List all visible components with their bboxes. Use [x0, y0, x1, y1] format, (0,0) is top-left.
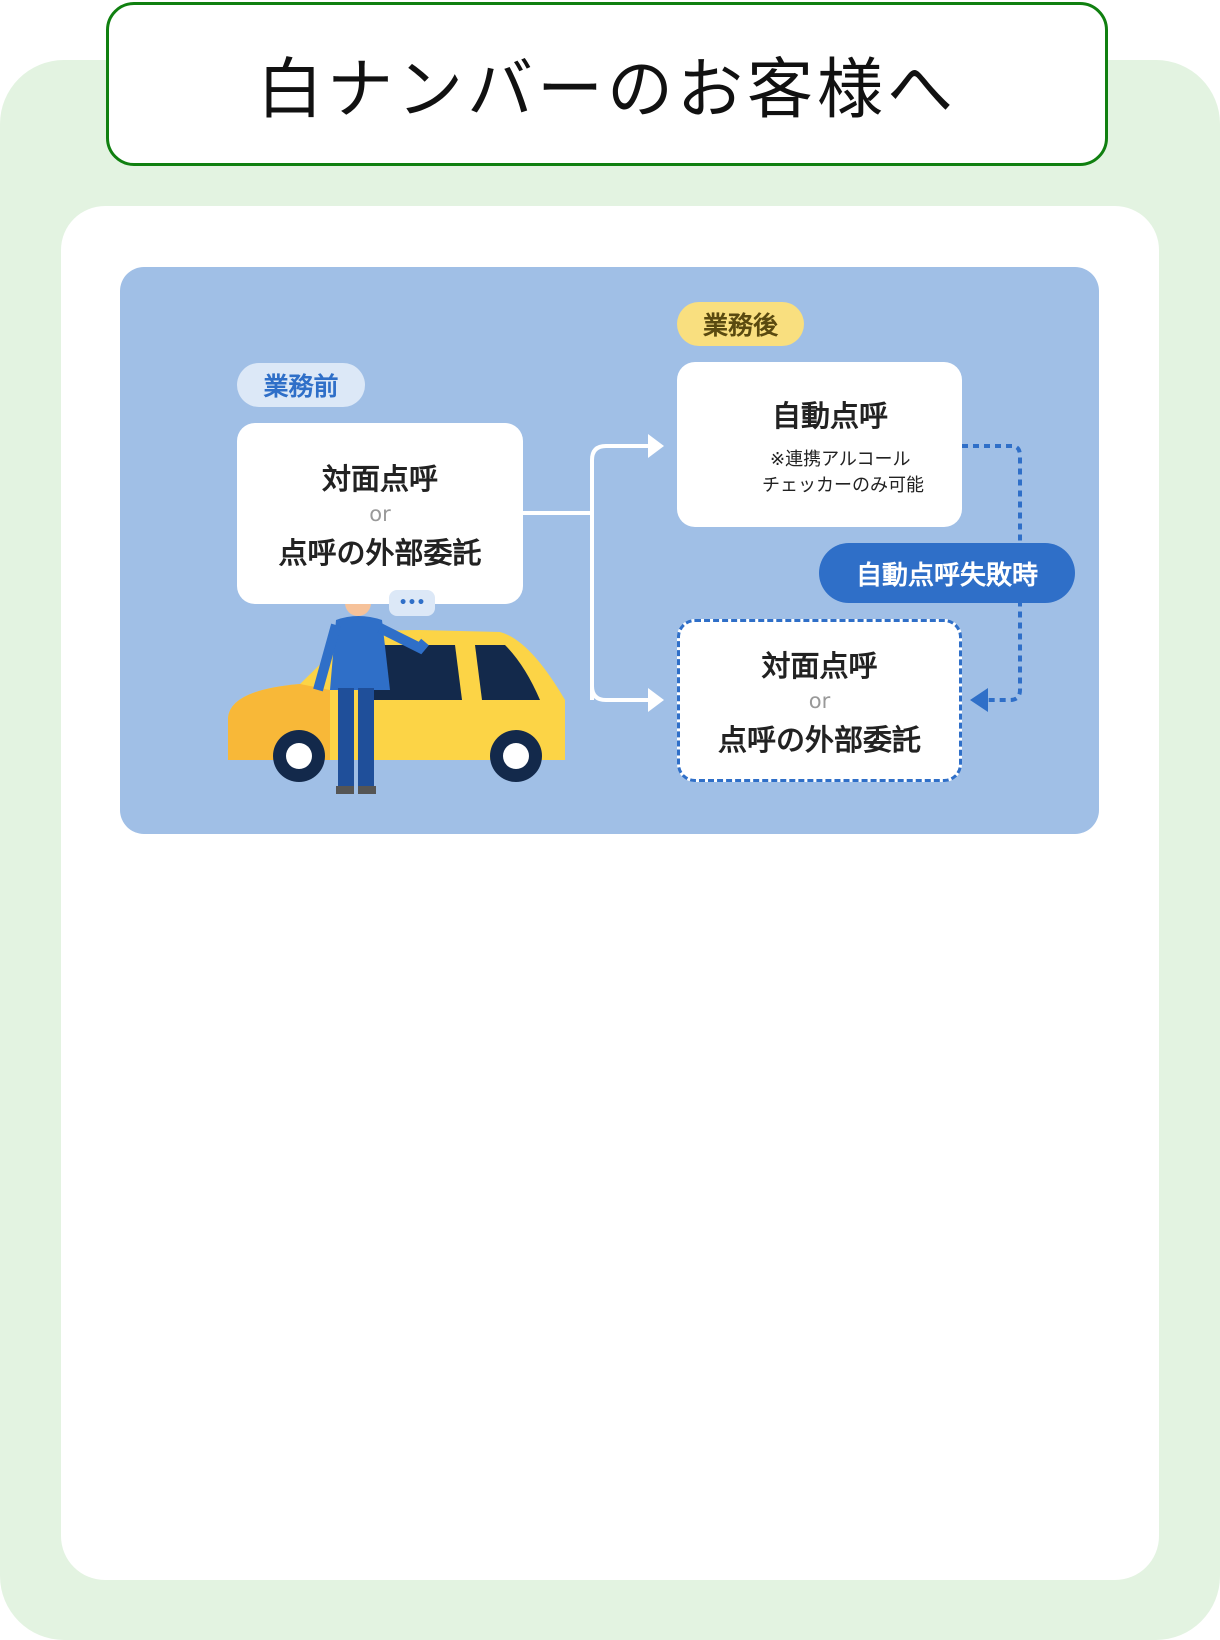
arrow-head-icon	[970, 688, 988, 712]
or-label: or	[808, 688, 831, 713]
auto-rollcall-title: 自動点呼	[772, 398, 889, 433]
arrow-head-icon	[648, 688, 664, 712]
auto-rollcall-note-2: チェッカーのみ可能	[762, 474, 924, 496]
fallback-rollcall-box: 対面点呼 or 点呼の外部委託	[677, 619, 962, 782]
outsourced-rollcall: 点呼の外部委託	[278, 535, 482, 570]
page-title: 白ナンバーのお客様へ	[257, 51, 957, 128]
arrow-head-icon	[648, 434, 664, 458]
title-banner: 白ナンバーのお客様へ	[106, 2, 1108, 166]
flow-connector	[523, 444, 650, 702]
after-work-label: 業務後	[677, 302, 804, 346]
car-illustration	[228, 630, 565, 782]
auto-rollcall-box: 自動点呼 ※連携アルコール チェッカーのみ可能	[677, 362, 962, 527]
outsourced-rollcall: 点呼の外部委託	[717, 722, 921, 757]
auto-rollcall-note-1: ※連携アルコール	[770, 448, 911, 470]
or-label: or	[369, 501, 391, 526]
before-work-box: 対面点呼 or 点呼の外部委託	[237, 423, 523, 604]
in-person-rollcall: 対面点呼	[321, 461, 438, 496]
speech-bubble-dots: •••	[398, 595, 426, 611]
before-work-label: 業務前	[237, 363, 365, 407]
auto-rollcall-failure-label: 自動点呼失敗時	[819, 543, 1075, 603]
in-person-rollcall: 対面点呼	[761, 648, 878, 683]
speech-bubble: •••	[389, 590, 435, 616]
